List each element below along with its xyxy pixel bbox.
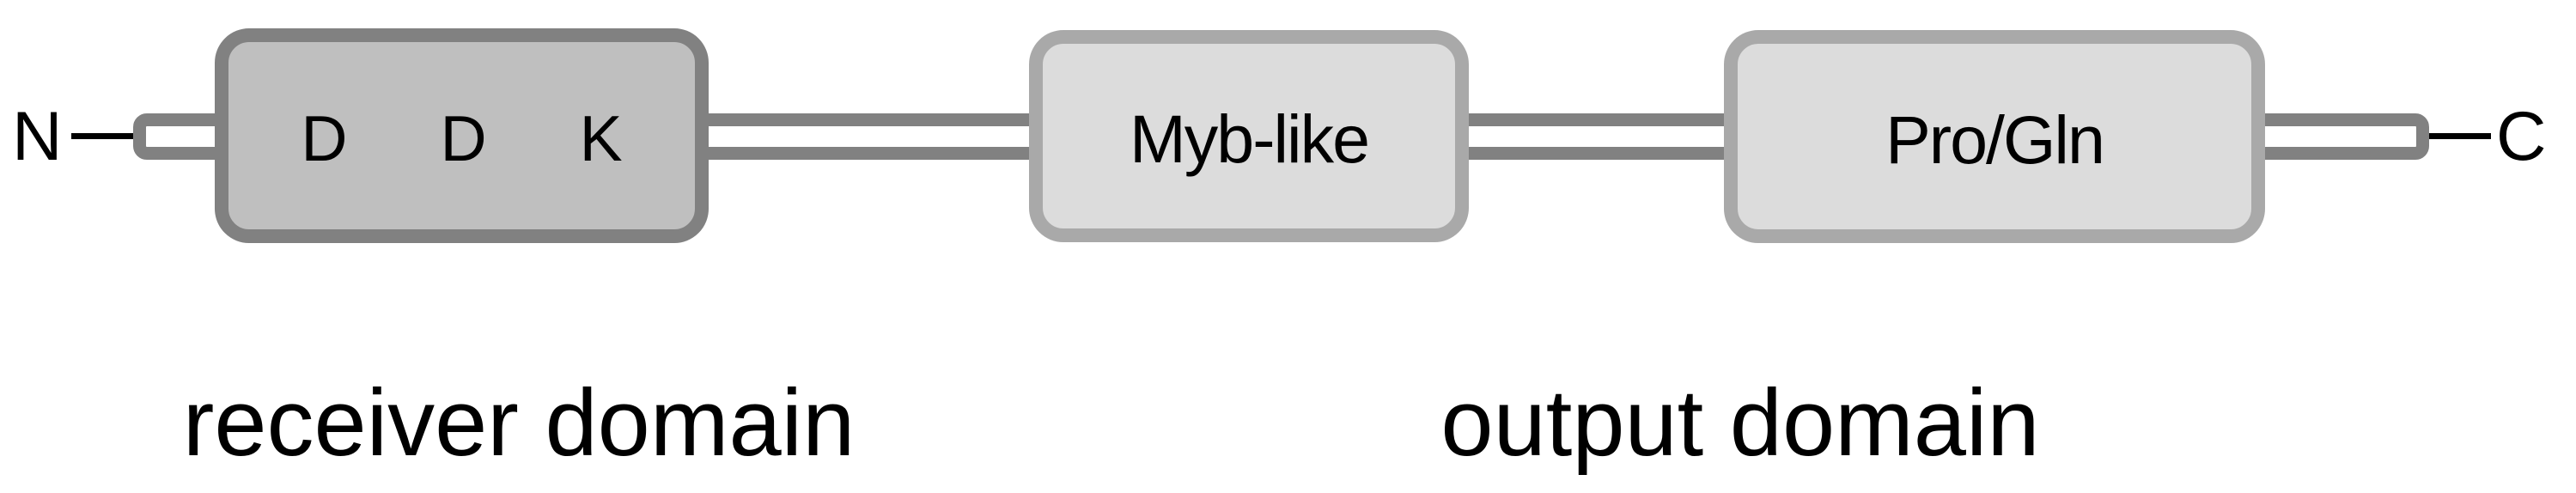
pro-gln-domain-box: Pro/Gln bbox=[1724, 30, 2265, 243]
n-terminus-connector-line bbox=[71, 133, 135, 139]
c-terminus-connector-line bbox=[2429, 133, 2491, 139]
receiver-domain-caption: receiver domain bbox=[182, 370, 856, 476]
residue-label-d2: D bbox=[440, 101, 487, 174]
myb-like-domain-box: Myb-like bbox=[1029, 30, 1469, 242]
residue-label-d1: D bbox=[301, 101, 348, 174]
c-terminus-label: C bbox=[2496, 98, 2547, 175]
residue-label-k: K bbox=[579, 101, 623, 174]
receiver-domain-box: D D K bbox=[215, 28, 709, 243]
pro-gln-domain-label: Pro/Gln bbox=[1885, 100, 2105, 178]
output-domain-caption: output domain bbox=[1440, 370, 2040, 476]
n-terminus-label: N bbox=[12, 98, 63, 175]
myb-like-domain-label: Myb-like bbox=[1129, 100, 1370, 177]
